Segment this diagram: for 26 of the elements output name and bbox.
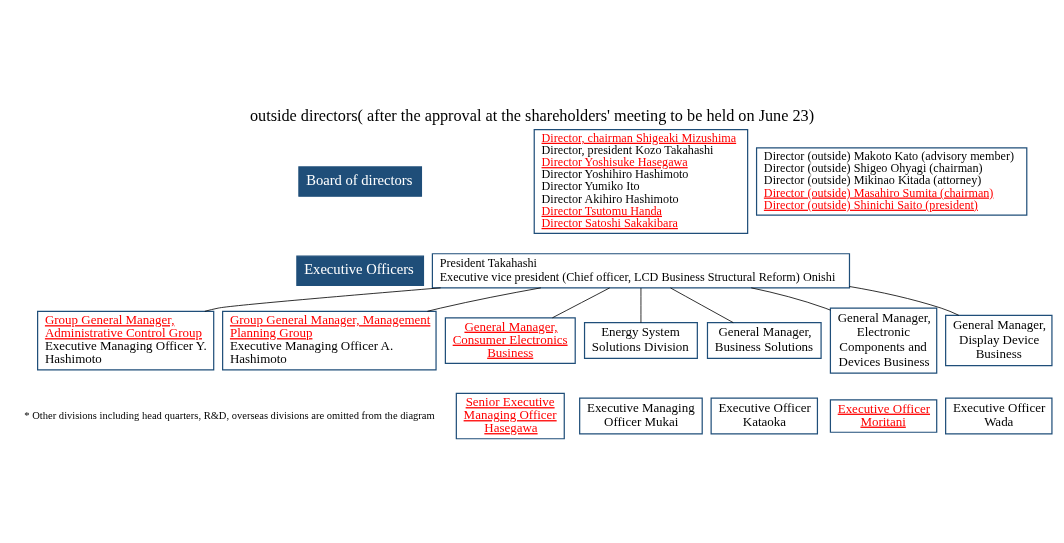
connector [427, 286, 542, 312]
node-box: Group General Manager, Management Planning Group Executive Managing Officer A. Hashimoto [222, 310, 437, 370]
node-box: Executive Managing Officer Mukai [579, 397, 703, 434]
node-box: Group General Manager, Administrative Control Group Executive Managing Officer Y. Hashimoto [37, 310, 215, 370]
node-box: Executive Officer Wada [945, 397, 1053, 434]
connector [552, 287, 611, 318]
label: * Other divisions including head quarters, R&D, overseas divisions are omitted from the diagram [24, 409, 435, 421]
node-box: Senior Executive Managing Officer Hasegawa [455, 392, 565, 439]
node-box: General Manager, Electronic Components and Devices Business [829, 307, 938, 374]
node-box: General Manager, Business Solutions [706, 321, 822, 359]
node-box: General Manager, Consumer Electronics Business [444, 316, 576, 364]
connector [204, 286, 441, 312]
diagram-title: outside directors( after the approval at the shareholders' meeting to be held on June 23) [249, 106, 815, 125]
node-box: President Takahashi Executive vice president (Chief officer, LCD Business Structural Reform) Onishi [431, 252, 851, 288]
connector [670, 287, 734, 323]
node-box: Executive Officer Moritani [829, 398, 938, 433]
node-box: Board of directors [298, 165, 423, 197]
connector [750, 286, 831, 310]
node-box: Director (outside) Makoto Kato (advisory member) Director (outside) Shigeo Ohyagi (chairman) Director (outside) Mikinao Kitada (attorney) Director (outside) Masahiro Sumita (chairman) Director (outside) Shinichi Saito (president) [755, 146, 1028, 216]
node-box: Director, chairman Shigeaki Mizushima Director, president Kozo Takahashi Director Yoshisuke Hasegawa Director Yoshihiro Hashimoto Director Yumiko Ito Director Akihiro Hashimoto Director Tsutomu Handa Director Satoshi Sakakibara [533, 128, 749, 234]
node-box: Executive Officer Kataoka [710, 397, 819, 434]
node-box: Energy System Solutions Division [583, 321, 698, 359]
node-box: General Manager, Display Device Business [945, 314, 1053, 366]
connector [849, 285, 960, 316]
node-box: Executive Officers [296, 255, 425, 286]
connector [640, 287, 642, 323]
